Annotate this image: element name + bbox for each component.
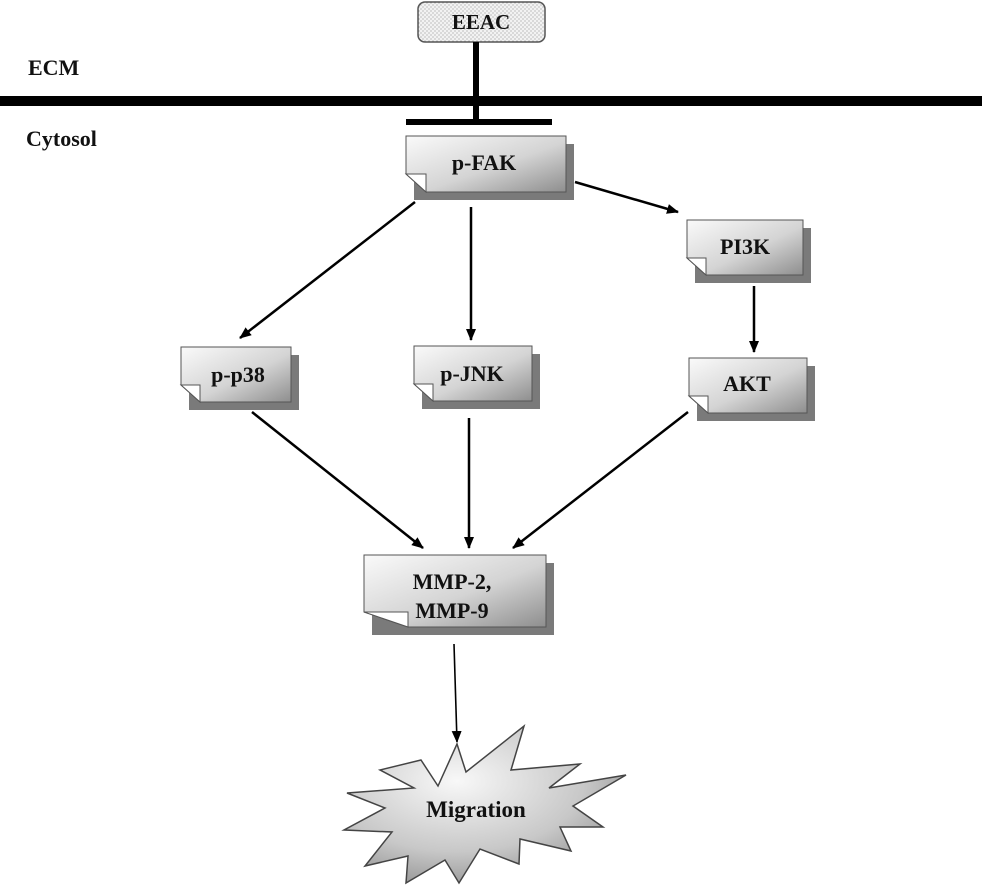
ecm-label: ECM xyxy=(28,55,80,80)
cytosol-label: Cytosol xyxy=(26,126,97,151)
edge-akt-to-mmp xyxy=(512,411,689,549)
node-migration: Migration xyxy=(341,723,627,885)
edge-eeac-inhibits-pfak xyxy=(406,42,552,125)
node-pp38-label: p-p38 xyxy=(211,362,265,387)
edge-pp38-to-mmp xyxy=(251,411,424,549)
node-pfak: p-FAK xyxy=(404,135,574,200)
node-pi3k: PI3K xyxy=(685,219,811,283)
node-eeac: EEAC xyxy=(417,1,546,43)
node-pfak-label: p-FAK xyxy=(452,150,516,175)
node-pjnk: p-JNK xyxy=(412,345,540,409)
migration-starburst xyxy=(341,723,627,885)
node-akt-label: AKT xyxy=(723,371,771,396)
node-mmp: MMP-2, MMP-9 xyxy=(363,554,554,635)
node-mmp-label-line1: MMP-2, xyxy=(413,569,492,594)
node-pjnk-label: p-JNK xyxy=(440,361,504,386)
node-eeac-label: EEAC xyxy=(452,10,510,34)
edge-mmp-to-migration xyxy=(451,643,462,743)
edge-pfak-to-pp38 xyxy=(239,201,416,339)
edge-pfak-to-pi3k xyxy=(574,180,679,214)
node-pi3k-label: PI3K xyxy=(720,234,770,259)
node-pp38: p-p38 xyxy=(179,346,299,410)
node-migration-label: Migration xyxy=(426,797,526,822)
node-mmp-label-line2: MMP-9 xyxy=(415,598,488,623)
node-akt: AKT xyxy=(687,357,815,421)
